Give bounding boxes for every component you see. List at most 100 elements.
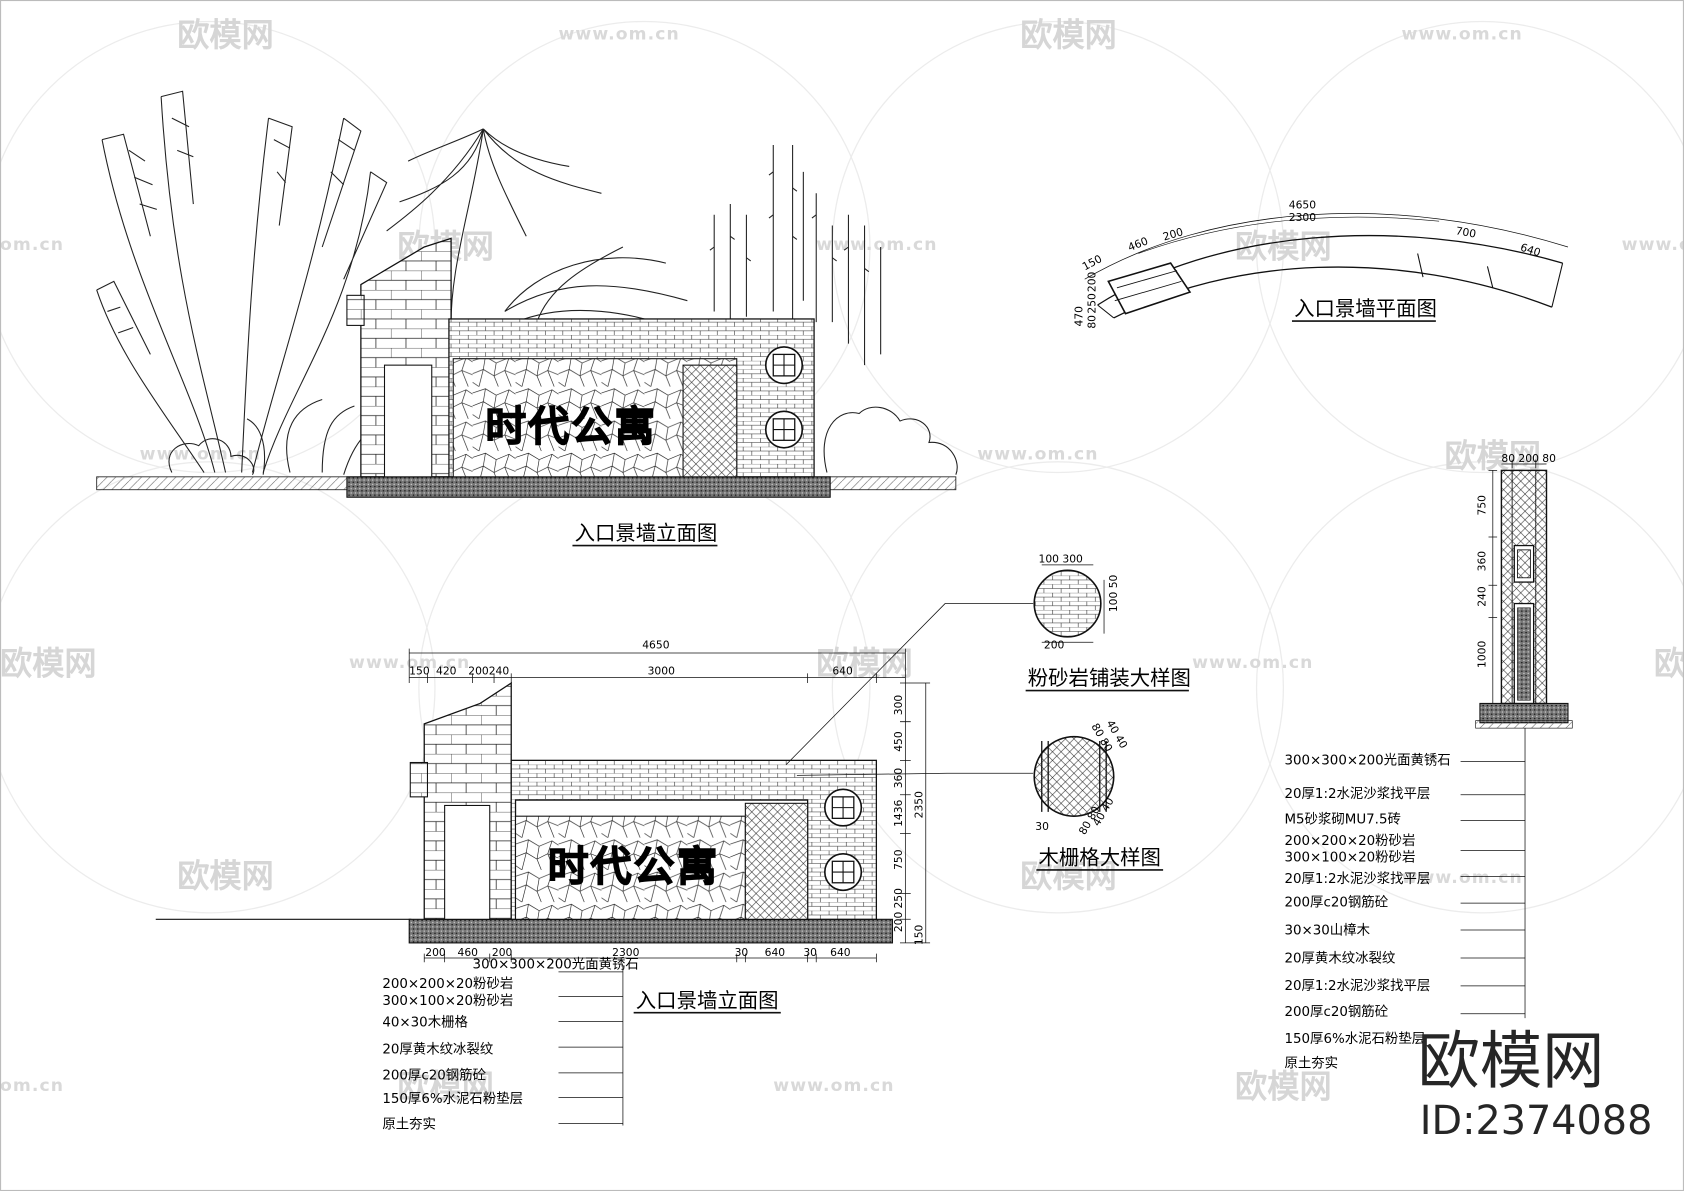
plan-dim-depth: 80 (1085, 315, 1098, 329)
bottom-callout: 200厚c20钢筋砼 (382, 1066, 486, 1083)
watermark-url: www.om.cn (1402, 868, 1523, 888)
wall-lattice-panel (682, 364, 738, 478)
paving-dim-right: 100 50 (1107, 574, 1120, 612)
dim-top: 200240 (468, 664, 509, 677)
section-callout: 300×100×20粉砂岩 (1284, 849, 1415, 865)
plan-dim-arc-inner (1138, 216, 1440, 254)
pillar-cap (409, 761, 428, 798)
pillar-doorway (444, 804, 491, 920)
dim-right: 250 (892, 888, 905, 909)
dim-top: 420 (436, 664, 457, 677)
plan-dim-depth: 470 (1073, 306, 1086, 327)
bottom-callout: 原土夯实 (382, 1117, 436, 1133)
plan-title: 入口景墙平面图 (1294, 297, 1437, 321)
watermark-url: www.om.cn (1192, 653, 1313, 673)
dim-bottom: 640 (830, 946, 851, 959)
pillar-cap (346, 294, 365, 326)
dim-right-total: 2350 (913, 791, 926, 818)
section-callout: 20厚黄木纹冰裂纹 (1284, 950, 1395, 966)
paving-dim-top: 100 300 (1039, 553, 1084, 566)
section-callout: 300×300×200光面黄锈石 (1284, 753, 1450, 769)
watermark-brand: 欧模网 (1020, 857, 1117, 895)
bottom-callout: 40×30木栅格 (382, 1015, 468, 1031)
paving-dim-bottom: 200 (1044, 639, 1065, 652)
dim-bottom: 460 (458, 946, 479, 959)
brand-stamp: 欧模网 ID:2374088 (1418, 1025, 1653, 1145)
section-callout: 20厚1:2水泥沙浆找平层 (1284, 786, 1430, 802)
section-view: 80 200 80 750 360 240 1000 300×300×200光面… (1284, 452, 1573, 1071)
plan-dim-overall: 4650 (1289, 198, 1316, 211)
dim-bottom: 200 (492, 946, 513, 959)
section-callout: 200×200×20粉砂岩 (1284, 833, 1415, 849)
elevation-view-bottom: 时代公寓 4650 150 420 200240 3000 640 300 45… (155, 603, 1034, 1133)
foundation-slab (408, 918, 894, 944)
top-dimensions (408, 648, 906, 684)
section-callout: 200厚c20钢筋砼 (1284, 893, 1388, 910)
watermark-brand: 欧模网 (816, 644, 913, 682)
right-dimensions (899, 682, 931, 944)
dim-top: 150 (409, 664, 430, 677)
section-foundation (1479, 702, 1569, 724)
section-callout: 200厚c20钢筋砼 (1284, 1003, 1388, 1020)
section-callout: 30×30山樟木 (1284, 922, 1370, 938)
dim-bottom: 2300 (612, 946, 639, 959)
wall-sign-text: 时代公寓 (548, 843, 720, 891)
dim-right: 450 (892, 731, 905, 752)
leader-lines (558, 603, 1034, 1126)
plan-view: 4650 2300 150 460 200 700 640 200 250 80… (1073, 198, 1569, 329)
grille-detail-title: 木栅格大样图 (1039, 846, 1161, 870)
dim-right: 360 (892, 768, 905, 789)
section-dim-left: 1000 (1475, 641, 1488, 668)
dim-right: 200 (892, 912, 905, 933)
watermark-url: www.om.cn (1402, 25, 1523, 45)
dim-right: 750 (892, 849, 905, 870)
plan-dim-segment: 460 (1126, 234, 1150, 254)
brand-logo-text: 欧模网 (1418, 1025, 1605, 1098)
dim-right: 1436 (892, 799, 905, 826)
section-ground (1475, 720, 1573, 729)
watermark-url: om.cn (0, 1076, 64, 1096)
elevation-view-top: 时代公寓 入口景墙立面图 (96, 90, 958, 547)
section-callout: 原土夯实 (1284, 1055, 1338, 1071)
brand-id-text: ID:2374088 (1420, 1098, 1653, 1144)
dim-right: 300 (892, 695, 905, 716)
section-leader-lines (1460, 728, 1526, 1019)
dim-top: 3000 (648, 664, 675, 677)
dim-bottom: 30 (803, 946, 817, 959)
foundation-slab (346, 476, 831, 498)
section-dim-left: 360 (1475, 551, 1488, 572)
plan-dim-segment: 700 (1455, 224, 1478, 240)
bottom-callout: 300×300×200光面黄锈石 (473, 957, 639, 973)
watermark-brand: 欧模网 (177, 857, 274, 895)
watermark-brand: 欧模网 (397, 1068, 494, 1106)
wall-stone-fill (514, 815, 746, 920)
watermark-url: www.om.cn (558, 25, 679, 45)
elevation-title-top: 入口景墙立面图 (575, 521, 718, 545)
bottom-callout: 300×100×20粉砂岩 (382, 993, 513, 1009)
section-callout: M5砂浆砌MU7.5砖 (1284, 812, 1400, 828)
wall-lattice-panel (744, 802, 809, 920)
dim-bottom: 200 (425, 946, 446, 959)
watermark-brand: 欧模网 (177, 16, 274, 54)
watermark-brand: 欧模网 (0, 644, 97, 682)
dim-bottom: 640 (765, 946, 786, 959)
paving-detail: 100 300 100 50 200 粉砂岩铺装大样图 (1025, 553, 1191, 692)
plan-dim-depth: 250 (1085, 293, 1098, 314)
plan-dim-inner: 2300 (1289, 211, 1316, 224)
watermark-url: www.om.cn (977, 445, 1098, 465)
section-dim-top: 80 200 80 (1501, 452, 1556, 465)
paving-detail-title: 粉砂岩铺装大样图 (1028, 666, 1191, 690)
bottom-callout: 20厚黄木纹冰裂纹 (382, 1042, 493, 1058)
dim-overall: 4650 (642, 639, 669, 652)
pillar-doorway (383, 364, 433, 478)
watermark-url: www.om.cn (816, 235, 937, 255)
dim-top: 640 (832, 664, 853, 677)
bottom-dimensions (423, 953, 877, 963)
watermark-url: www.om.cn (773, 1076, 894, 1096)
watermark-brand: 欧模网 (1654, 644, 1684, 682)
plan-dim-segment: 640 (1519, 241, 1543, 260)
watermark-url: www.om.cn (1622, 235, 1684, 255)
elevation-title-bottom: 入口景墙立面图 (636, 988, 779, 1012)
watermark-brand: 欧模网 (1020, 16, 1117, 54)
